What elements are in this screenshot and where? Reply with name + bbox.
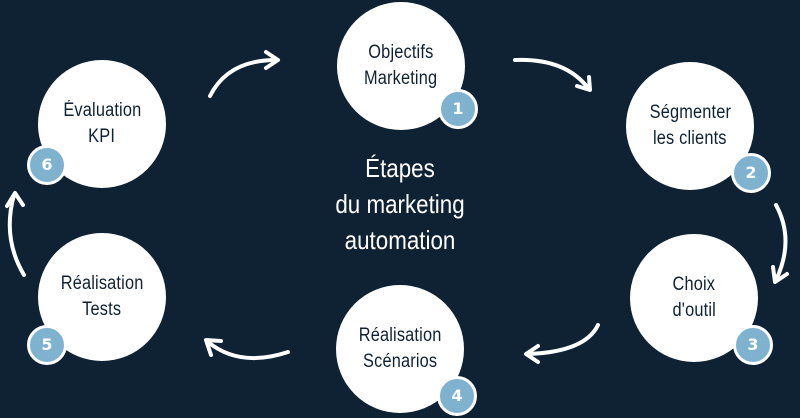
- step-1-label-line-2: Marketing: [364, 68, 438, 89]
- step-1-number-badge: 1: [438, 89, 478, 129]
- step-2-label-line-1: Ségmenter: [649, 102, 731, 123]
- step-6-label-line-2: KPI: [88, 126, 116, 147]
- arrow-2-to-3: [771, 203, 789, 284]
- arrow-6-to-1: [208, 50, 280, 98]
- step-4-label-line-2: Scénarios: [362, 351, 438, 372]
- title-line-3: automation: [344, 225, 456, 255]
- step-2-number-badge: 2: [731, 153, 771, 193]
- step-2-label-line-2: les clients: [653, 128, 727, 149]
- arrow-1-to-2: [513, 57, 592, 92]
- diagram-title: Étapes du marketing automation: [290, 150, 510, 258]
- step-3-label-line-2: d'outil: [672, 300, 716, 321]
- step-5-label-line-1: Réalisation: [60, 273, 144, 294]
- arrow-4-to-5: [204, 338, 290, 361]
- step-1-label-line-1: Objectifs: [368, 42, 434, 63]
- step-5-label-line-2: Tests: [82, 299, 122, 320]
- step-3-number-badge: 3: [733, 325, 773, 365]
- step-3-label-line-1: Choix: [672, 274, 716, 295]
- arrow-5-to-6: [5, 191, 26, 277]
- arrow-3-to-4: [524, 323, 600, 364]
- step-4-label-line-1: Réalisation: [358, 325, 442, 346]
- step-5-number-badge: 5: [27, 325, 67, 365]
- step-6-number-badge: 6: [27, 145, 67, 185]
- step-6-label-line-1: Évaluation: [62, 100, 142, 121]
- title-line-2: du marketing: [335, 189, 465, 219]
- step-4-number-badge: 4: [437, 376, 477, 416]
- title-line-1: Étapes: [365, 153, 435, 183]
